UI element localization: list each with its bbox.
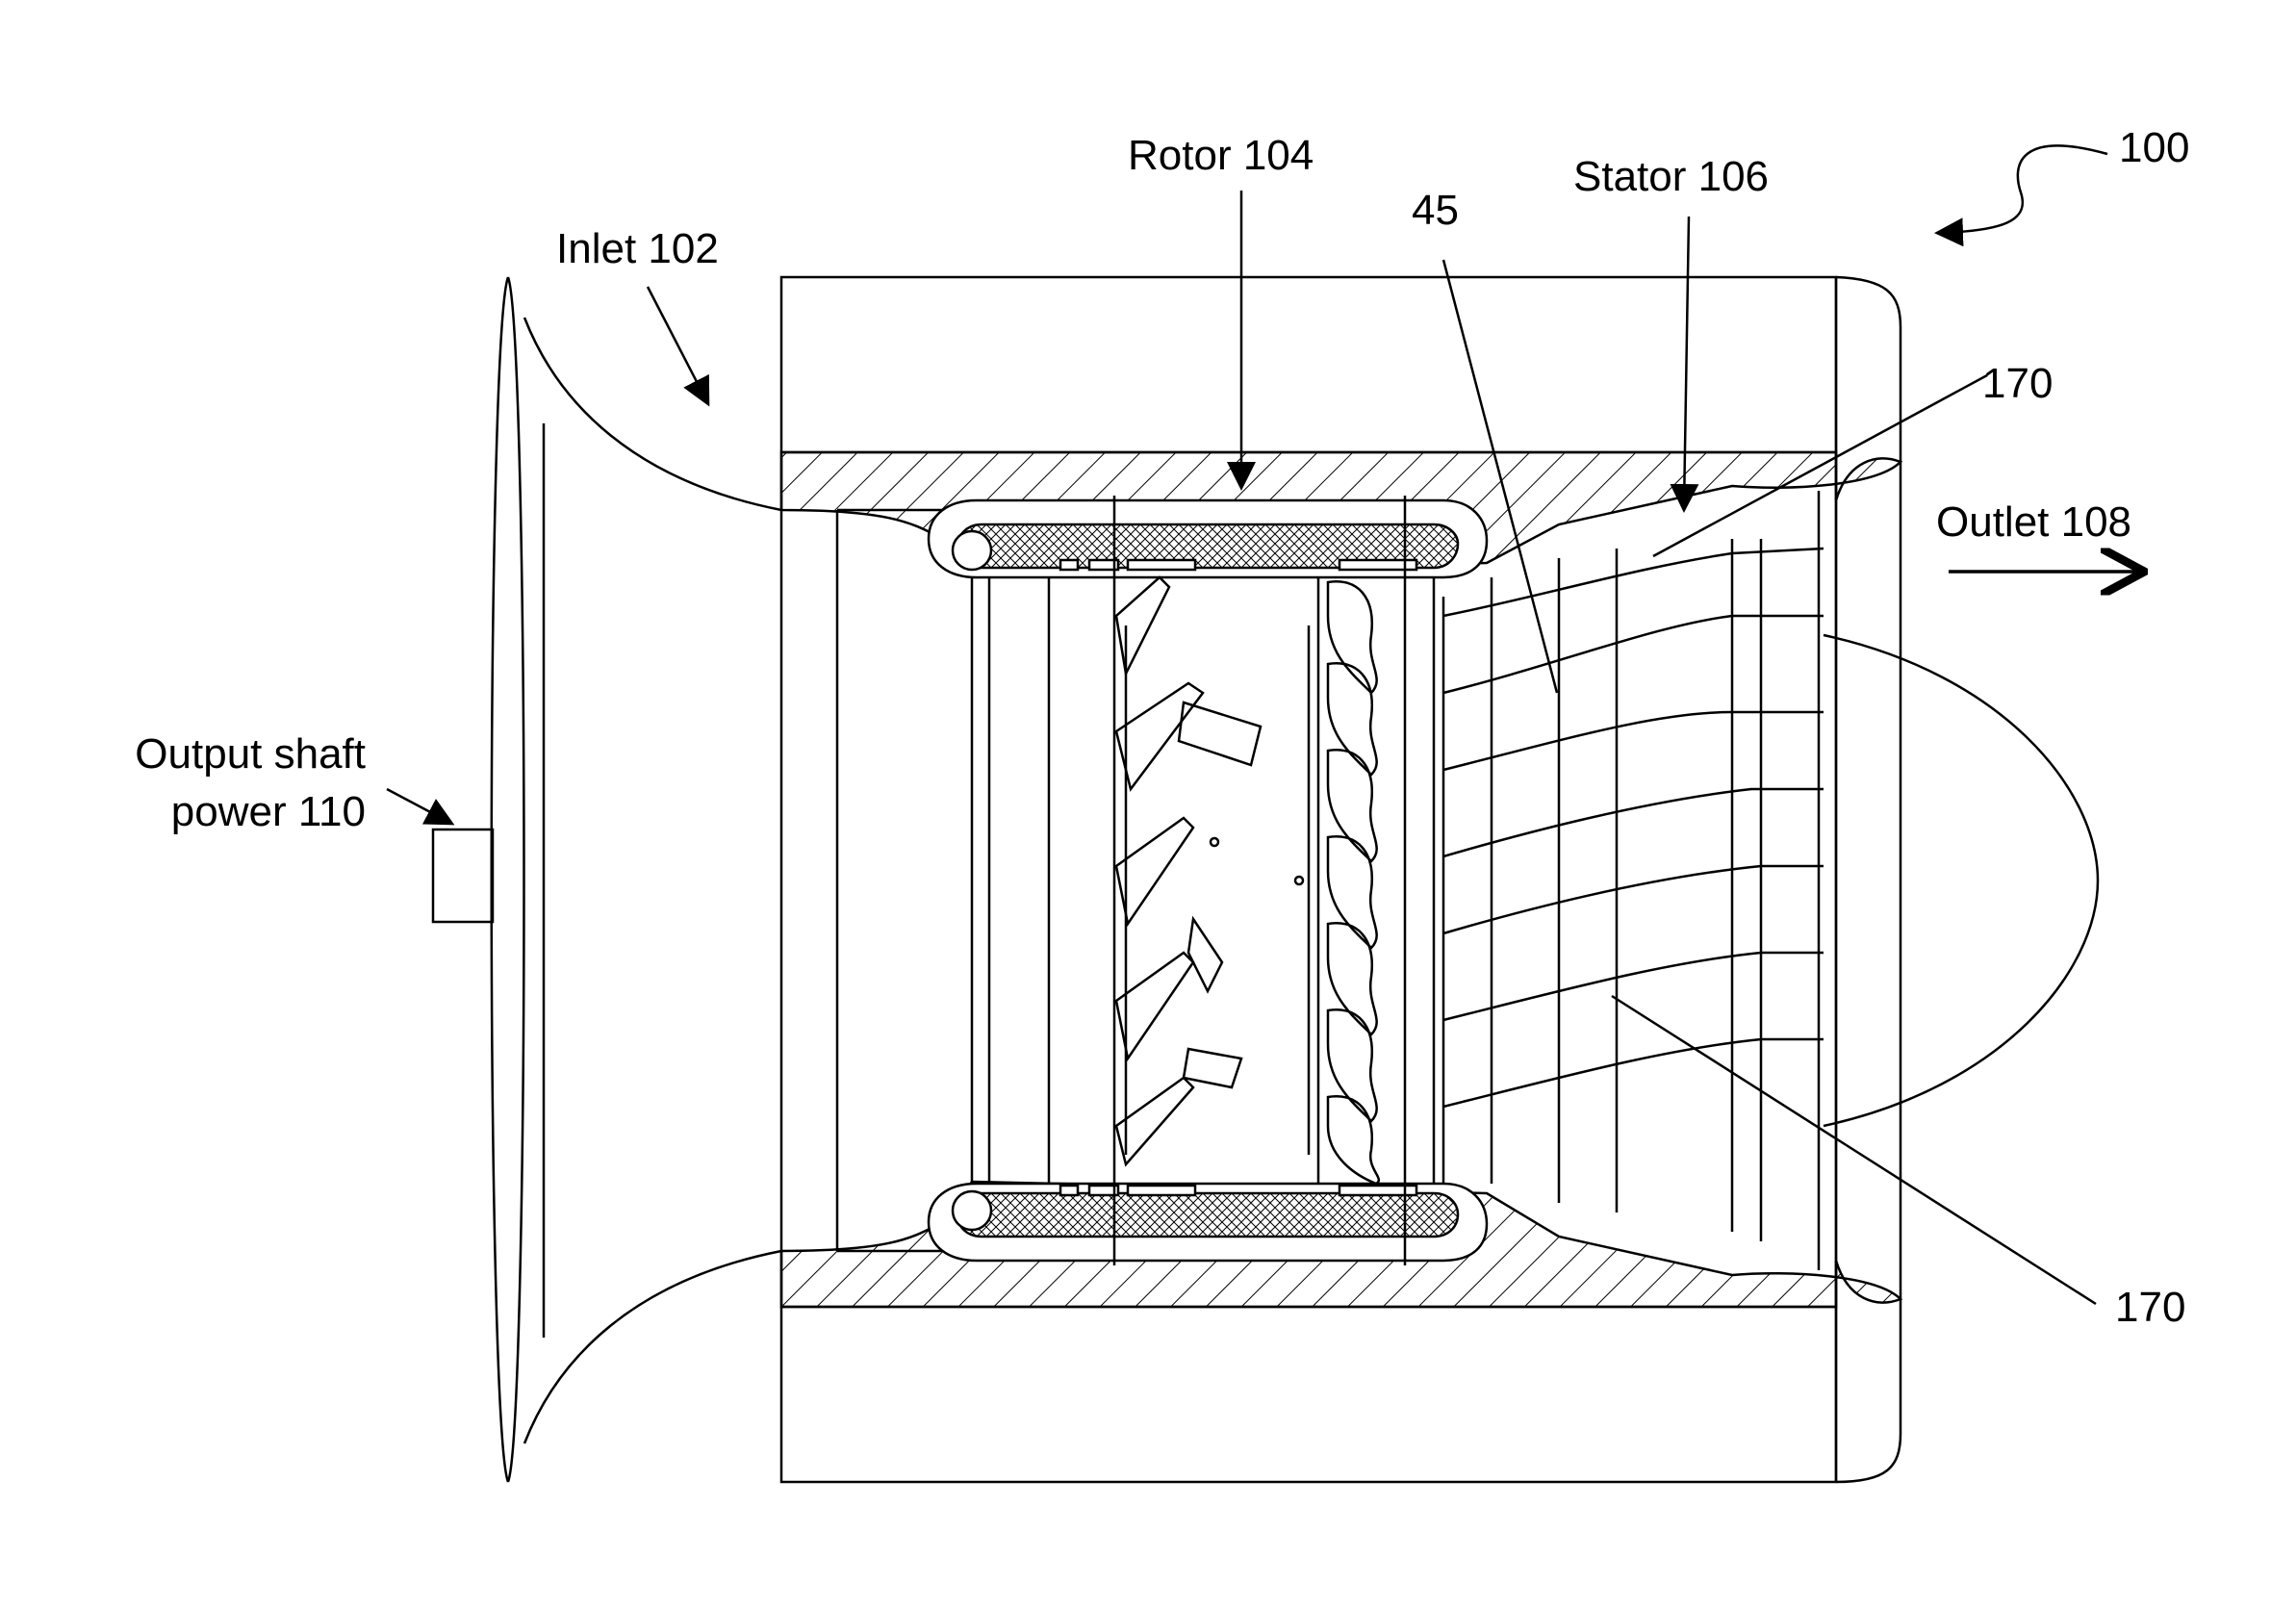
inlet-leader bbox=[648, 287, 707, 402]
reference-numeral: 100 bbox=[2119, 124, 2189, 171]
stator-vanes bbox=[1443, 539, 1824, 1241]
rotor-rim-bottom bbox=[929, 1184, 1487, 1261]
rotor-blades bbox=[1116, 577, 1303, 1164]
labels: Inlet 102 Rotor 104 45 Stator 106 100 17… bbox=[135, 124, 2189, 1331]
passage-bottom-label: 170 bbox=[2115, 1284, 2185, 1331]
rotor-rim-top bbox=[929, 500, 1487, 577]
angle-label: 45 bbox=[1412, 187, 1459, 234]
rotor-label: Rotor 104 bbox=[1128, 132, 1314, 179]
rotor-exit-airfoils bbox=[1328, 581, 1379, 1184]
output-shaft-label-line2: power 110 bbox=[171, 788, 366, 835]
output-shaft-leader bbox=[387, 789, 450, 823]
outlet-label: Outlet 108 bbox=[1936, 498, 2131, 546]
stator-label: Stator 106 bbox=[1573, 153, 1769, 200]
passage-bottom-leader bbox=[1612, 996, 2096, 1304]
outlet-cone bbox=[1824, 635, 2098, 1126]
inlet-bellmouth bbox=[492, 277, 781, 1482]
output-shaft-label-line1: Output shaft bbox=[135, 730, 366, 778]
leader-lines bbox=[387, 145, 2141, 1304]
rotor-body bbox=[972, 496, 1434, 1265]
output-shaft bbox=[433, 830, 493, 922]
reference-numeral-leader bbox=[1939, 145, 2107, 233]
inlet-label: Inlet 102 bbox=[556, 225, 719, 272]
passage-top-label: 170 bbox=[1982, 360, 2053, 407]
